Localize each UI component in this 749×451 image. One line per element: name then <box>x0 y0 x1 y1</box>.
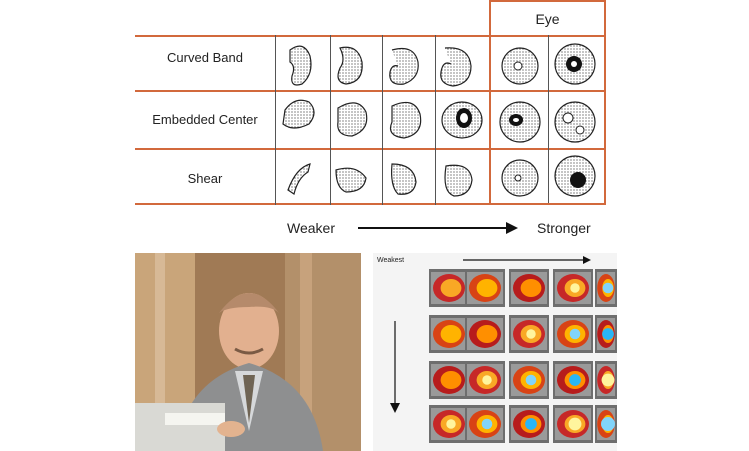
satellite-thumbnail <box>465 315 505 353</box>
satellite-thumbnail <box>553 269 593 307</box>
satellite-thumbnail <box>509 269 549 307</box>
sketch-embedded-center-4 <box>441 101 483 139</box>
satellite-thumbnail <box>553 405 593 443</box>
satellite-thumbnail <box>509 361 549 399</box>
divider <box>135 35 606 37</box>
row-label-embedded-center: Embedded Center <box>152 112 258 127</box>
sketch-embedded-center-3 <box>389 101 422 139</box>
row-label-shear: Shear <box>187 171 223 186</box>
right-arrow-icon <box>463 256 591 264</box>
sketch-shear-3 <box>391 163 417 195</box>
satellite-thumbnail <box>429 361 469 399</box>
satellite-thumbnail <box>595 269 617 307</box>
right-arrow-icon <box>358 222 518 234</box>
satellite-thumbnail <box>465 269 505 307</box>
stronger-label: Stronger <box>537 220 591 236</box>
sketch-eye-4 <box>554 101 596 143</box>
dvorak-pattern-table: Curved Band Embedded Center Shear <box>135 35 606 205</box>
divider <box>382 35 383 205</box>
satellite-thumbnail <box>595 361 617 399</box>
satellite-thumbnail <box>465 405 505 443</box>
satellite-thumbnail <box>429 269 469 307</box>
sketch-embedded-center-2 <box>337 102 368 137</box>
eye-label: Eye <box>535 10 560 27</box>
sketch-eye-5 <box>501 159 539 197</box>
satellite-thumbnail <box>509 405 549 443</box>
satellite-thumbnail <box>429 315 469 353</box>
weakest-label: Weakest <box>377 257 405 264</box>
satellite-thumbnail <box>465 361 505 399</box>
sketch-eye-3 <box>499 101 541 143</box>
satellite-thumbnail <box>553 361 593 399</box>
sketch-eye-6 <box>554 155 596 197</box>
sketch-shear-1 <box>287 163 311 195</box>
satellite-thumbnail <box>595 315 617 353</box>
divider <box>330 35 331 205</box>
sketch-eye-2 <box>554 43 596 85</box>
divider <box>548 35 549 205</box>
sketch-embedded-center-1 <box>282 99 315 129</box>
divider <box>275 35 276 205</box>
sketch-curved-band-3 <box>389 47 419 85</box>
portrait-photo <box>135 253 361 451</box>
sketch-shear-4 <box>444 164 473 197</box>
down-arrow-icon <box>390 321 400 413</box>
weaker-label: Weaker <box>287 220 335 236</box>
satellite-thumbnail <box>595 405 617 443</box>
sketch-curved-band-1 <box>289 45 312 86</box>
pattern-sketches <box>282 43 596 197</box>
sketch-eye-1 <box>501 47 539 85</box>
eye-header: Eye <box>489 0 606 35</box>
satellite-image-grid: Weakest <box>373 253 617 451</box>
satellite-thumbnail <box>429 405 469 443</box>
sketch-shear-2 <box>335 167 367 193</box>
sketch-curved-band-4 <box>440 47 472 87</box>
satellite-thumbnail <box>509 315 549 353</box>
sketch-curved-band-2 <box>337 46 363 85</box>
row-label-curved-band: Curved Band <box>167 50 243 65</box>
divider <box>135 90 606 92</box>
satellite-thumbnail <box>553 315 593 353</box>
divider <box>435 35 436 205</box>
divider <box>135 148 606 150</box>
divider <box>135 203 606 205</box>
